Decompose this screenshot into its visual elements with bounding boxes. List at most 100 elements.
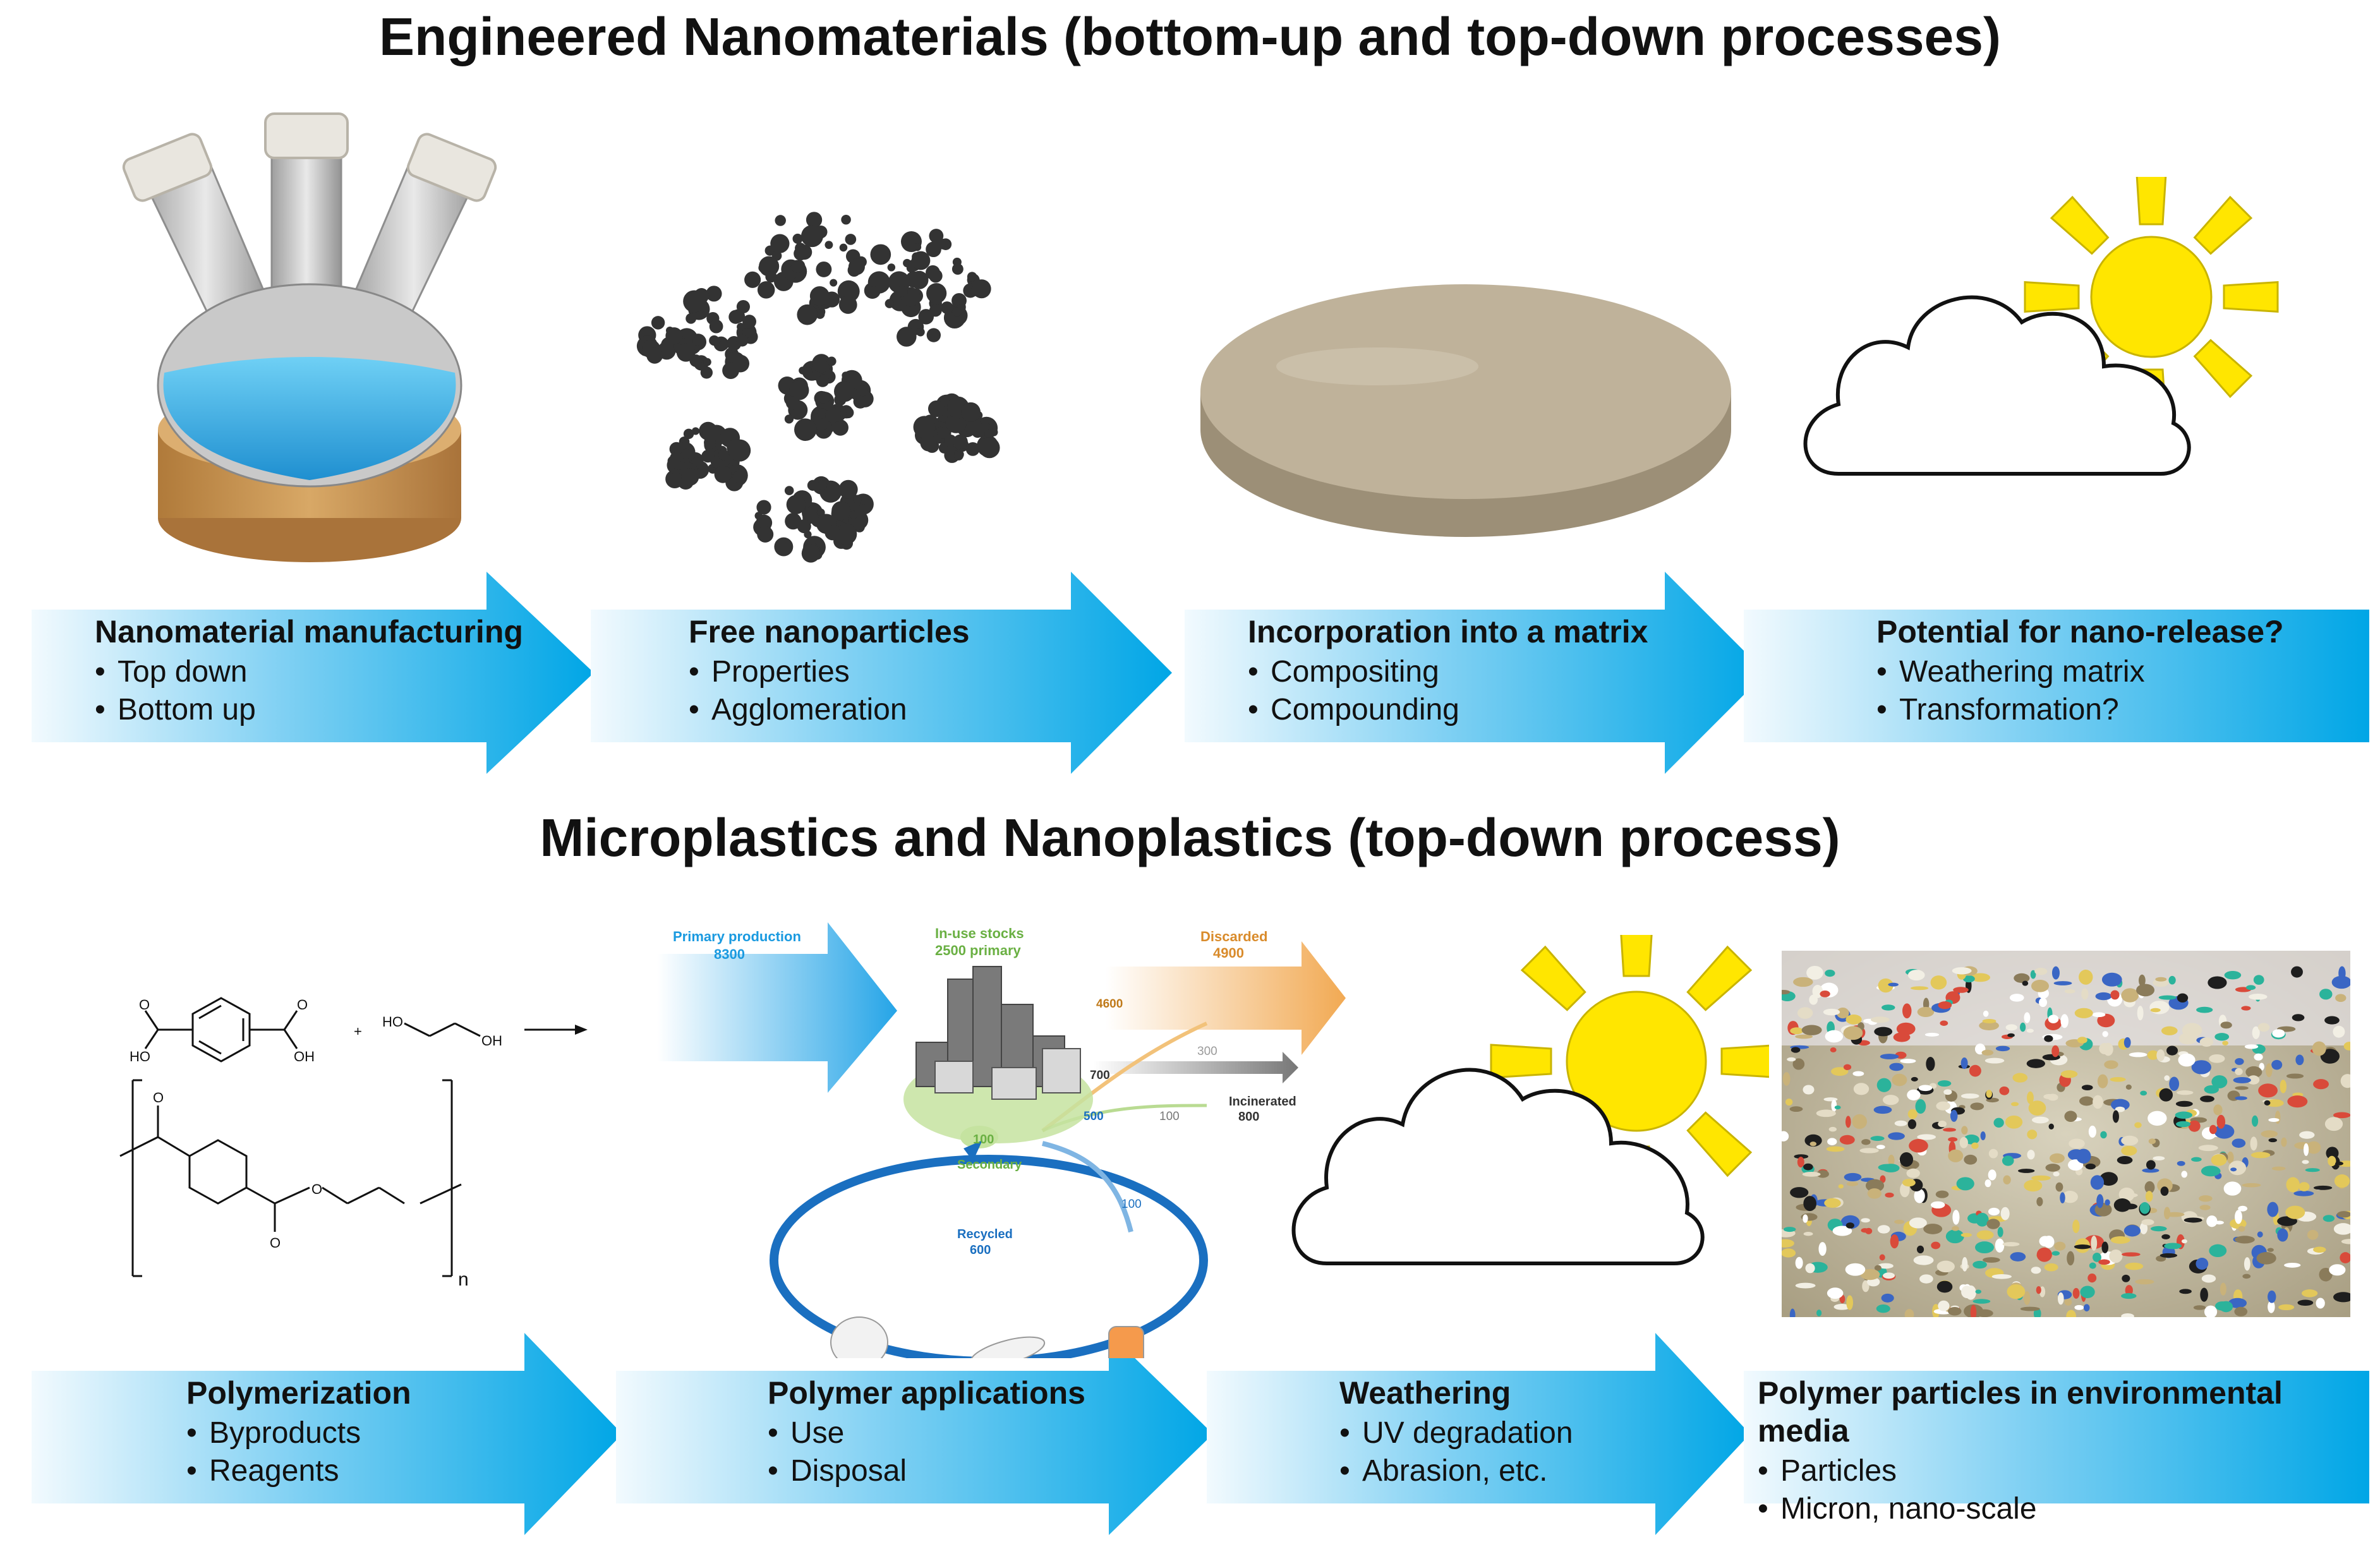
plastic-particle <box>2121 1145 2137 1156</box>
plastic-particle <box>2074 1244 2091 1250</box>
plastic-particle <box>2095 992 2112 1001</box>
plastic-particle <box>2267 1248 2274 1252</box>
step-bullet: Agglomeration <box>689 691 970 729</box>
plastic-particle <box>1836 1007 1849 1019</box>
plastic-particle <box>2150 1008 2161 1013</box>
plastic-particle <box>2026 1028 2034 1033</box>
plastic-particle <box>2036 1196 2043 1207</box>
plastic-particle <box>1878 1263 1894 1269</box>
plastic-particle <box>2024 1179 2043 1192</box>
plastic-particle <box>1830 1047 1837 1052</box>
nanoparticle-dot <box>807 479 819 491</box>
plastic-particle <box>1867 1188 1882 1199</box>
nanoparticle-dot <box>920 434 938 452</box>
plastic-particle <box>1877 1225 1890 1234</box>
step-heading: Potential for nano-release? <box>1876 614 2284 649</box>
step-arrow-free-nanoparticles: Free nanoparticles Properties Agglomerat… <box>591 572 1172 780</box>
plastic-particle <box>2160 1186 2169 1196</box>
plastic-particle <box>1960 1232 1972 1238</box>
plastic-particle <box>1970 973 1991 982</box>
plastic-particle <box>2329 1264 2346 1276</box>
plastic-particle <box>2285 1205 2305 1219</box>
plastic-particle <box>2076 1148 2091 1164</box>
plastic-particle <box>2191 1060 2211 1075</box>
plastic-particle <box>2258 1083 2278 1098</box>
plastic-particle <box>1876 1078 1892 1092</box>
step-heading: Polymer applications <box>768 1375 1085 1411</box>
plastic-particle <box>1824 1198 1841 1208</box>
nanoparticle-dot <box>683 428 694 440</box>
nanoparticle-dot <box>775 215 786 226</box>
sun-ray <box>2135 177 2167 226</box>
nanoparticle-dot <box>737 322 745 331</box>
plastic-particle <box>2110 1076 2126 1082</box>
nanoparticle-dot <box>953 434 968 450</box>
plastic-particle <box>1948 1306 1962 1316</box>
nanoparticle-dot <box>676 343 696 362</box>
plastic-particle <box>2331 975 2350 989</box>
plastic-particle <box>1790 1027 1804 1035</box>
nanoparticle-dot <box>825 407 841 423</box>
step-bullet: Byproducts <box>186 1414 411 1452</box>
plastic-particle <box>2159 1088 2173 1102</box>
plastic-particle <box>1956 1177 1974 1191</box>
nanoparticle-dot <box>841 215 851 225</box>
plastic-particle <box>1894 1120 1907 1126</box>
plastic-particle <box>2291 966 2303 978</box>
plastic-particle <box>1844 1172 1862 1181</box>
plastic-particle <box>1969 1064 1981 1077</box>
plastic-particle <box>2031 980 2050 992</box>
plastic-particle <box>1917 1134 1936 1140</box>
plastic-particle <box>1870 1136 1885 1141</box>
plastic-particle <box>2122 1274 2130 1282</box>
plastic-particle <box>2268 1117 2280 1122</box>
plastic-particle <box>2312 1041 2326 1056</box>
nanoparticle-dot <box>927 400 945 418</box>
plastic-particle <box>1917 1006 1935 1017</box>
plastic-particle <box>1845 1263 1866 1276</box>
plastic-particle <box>2292 1014 2305 1021</box>
nanoparticle-dot <box>817 408 828 419</box>
plastic-particle <box>1827 1287 1844 1299</box>
plastic-particle <box>2298 1182 2310 1191</box>
chem-label: HO <box>130 1049 150 1064</box>
plastic-particle <box>2235 1096 2247 1100</box>
plastic-particle <box>1801 1025 1822 1035</box>
flow-value: 800 <box>1238 1110 1259 1124</box>
plastic-particle <box>2181 1239 2187 1244</box>
nanoparticle-dot <box>868 286 879 298</box>
plastic-particle <box>2256 1252 2276 1265</box>
plastic-particle <box>1952 1210 1960 1225</box>
plastic-particle <box>2018 1169 2035 1173</box>
plastic-particle <box>2129 1052 2147 1057</box>
plastic-particle <box>2125 1262 2144 1270</box>
plastic-particle <box>2253 975 2264 985</box>
plastic-particle <box>1981 1049 1994 1056</box>
plastic-particle <box>1791 1047 1801 1053</box>
plastic-particle <box>1795 1256 1803 1269</box>
nanoparticle-dot <box>857 385 868 397</box>
plastic-particle <box>2313 1079 2329 1090</box>
chem-label: O <box>311 1181 322 1197</box>
plastic-particle <box>2184 1217 2202 1223</box>
plastic-particle <box>2093 1095 2103 1109</box>
plastic-particle <box>1953 987 1969 993</box>
plastic-particle <box>2149 1001 2170 1015</box>
plastic-particle <box>1915 1099 1926 1114</box>
nanoparticle-dot <box>926 241 941 258</box>
nanoparticle-dot <box>742 315 756 329</box>
plastic-particle <box>1970 1304 1977 1317</box>
step-heading: Nanomaterial manufacturing <box>95 614 523 649</box>
plastic-particle <box>1907 970 1925 981</box>
plastic-particle <box>2081 1085 2093 1091</box>
nanoparticle-dot <box>838 296 857 314</box>
nanoparticle-dot <box>967 272 977 282</box>
plastic-particle <box>1943 1089 1952 1095</box>
plastic-particle <box>1962 1256 1968 1272</box>
plastic-particle <box>2139 974 2146 987</box>
nanoparticle-dot <box>736 334 749 347</box>
chem-label: OH <box>294 1049 315 1064</box>
plastic-particle <box>2097 1013 2115 1028</box>
plastic-particle <box>1827 1138 1837 1146</box>
nanoparticle-dot <box>916 327 925 337</box>
